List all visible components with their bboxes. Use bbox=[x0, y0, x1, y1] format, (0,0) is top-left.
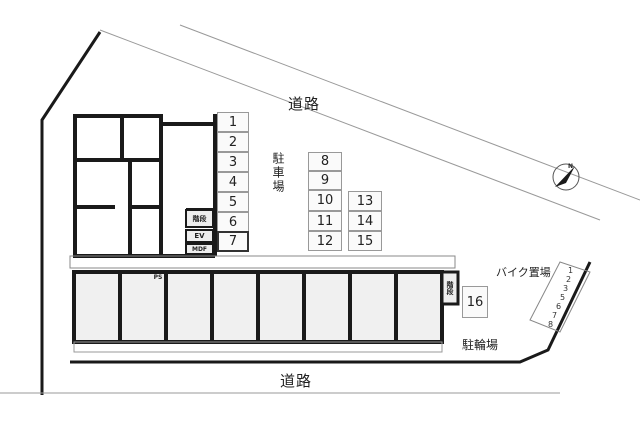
parking-slot-1: 1 bbox=[217, 112, 249, 132]
ps-label: PS bbox=[153, 273, 163, 281]
parking-slot-16: 16 bbox=[462, 286, 488, 318]
parking-slot-6: 6 bbox=[217, 212, 249, 232]
parking-slot-10: 10 bbox=[308, 190, 342, 211]
bike-slot: 1 bbox=[568, 266, 574, 275]
corridor bbox=[69, 255, 456, 269]
lower-building bbox=[72, 270, 460, 353]
bike-slot: 3 bbox=[563, 284, 569, 293]
bike-slot: 6 bbox=[556, 302, 562, 311]
parking-slot-11: 11 bbox=[308, 211, 342, 231]
bike-slot: 5 bbox=[560, 293, 566, 302]
site-boundary bbox=[70, 261, 592, 364]
road-edge-line bbox=[179, 24, 640, 201]
parking-slot-3: 3 bbox=[217, 152, 249, 172]
bike-slot: 8 bbox=[548, 320, 554, 329]
stairs-label-2: 階段 bbox=[446, 281, 454, 295]
road-edge-line bbox=[99, 29, 601, 221]
site-boundary bbox=[40, 31, 102, 395]
stairs-label: 階段 bbox=[192, 215, 207, 223]
parking-slot-4: 4 bbox=[217, 172, 249, 192]
bike-rack bbox=[529, 261, 591, 333]
parking-slot-8: 8 bbox=[308, 152, 342, 171]
ev-label: EV bbox=[194, 232, 205, 240]
bicycle-parking-label: 駐輪場 bbox=[462, 338, 499, 352]
parking-slot-2: 2 bbox=[217, 132, 249, 152]
bike-parking-label: バイク置場 bbox=[496, 266, 551, 279]
compass-n-label: N bbox=[568, 163, 574, 170]
parking-slot-7: 7 bbox=[217, 231, 249, 252]
parking-label: 駐車場 bbox=[271, 152, 285, 194]
mdf-label: MDF bbox=[191, 245, 208, 253]
compass-icon bbox=[552, 163, 580, 191]
bike-slot: 7 bbox=[552, 311, 558, 320]
parking-slot-9: 9 bbox=[308, 171, 342, 190]
road-label-top: 道路 bbox=[288, 95, 321, 113]
parking-slot-5: 5 bbox=[217, 192, 249, 212]
parking-slot-13: 13 bbox=[348, 191, 382, 211]
parking-slot-12: 12 bbox=[308, 231, 342, 251]
road-label-bottom: 道路 bbox=[280, 372, 313, 390]
bike-slot: 2 bbox=[566, 275, 572, 284]
parking-slot-14: 14 bbox=[348, 211, 382, 231]
parking-slot-15: 15 bbox=[348, 231, 382, 251]
